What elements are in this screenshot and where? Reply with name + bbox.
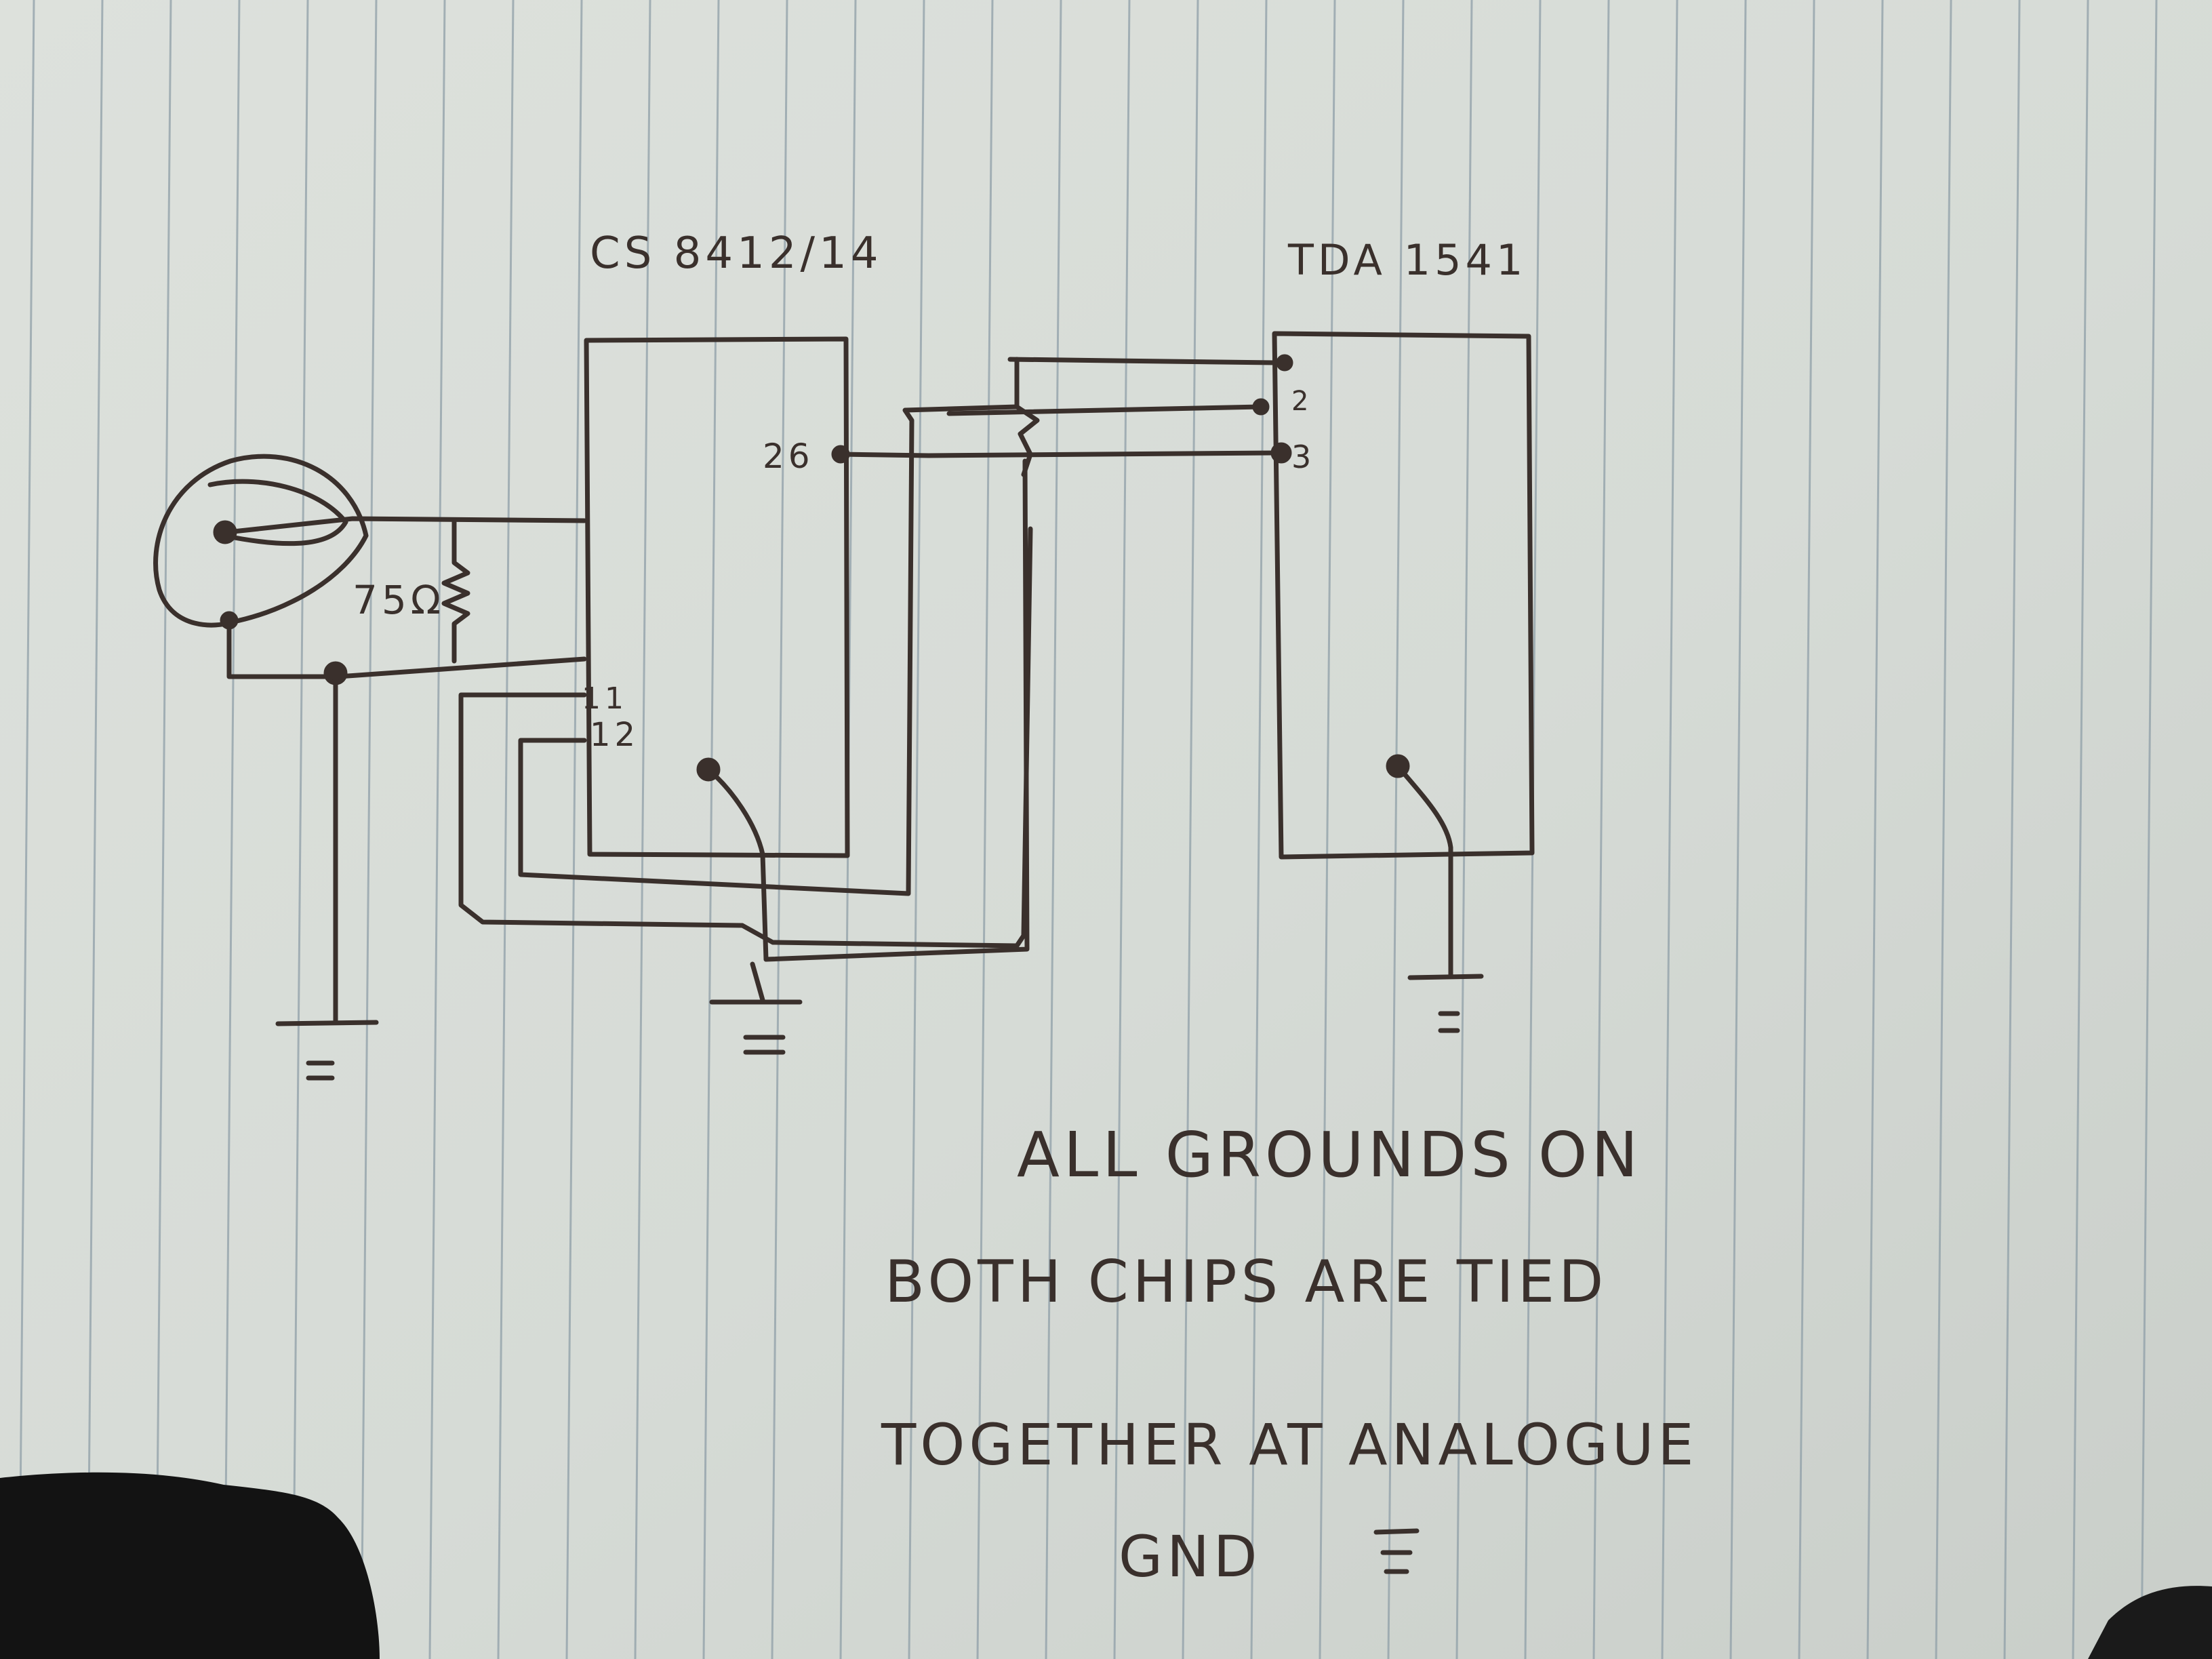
paper-rule-line: [634, 0, 651, 1659]
ground-symbol-left: [275, 1020, 379, 1081]
paper-rules: [18, 0, 2158, 1659]
chip-left-label: CS 8412/14: [590, 228, 883, 279]
paper-rule-line: [1455, 0, 1473, 1659]
note-line-2: BOTH CHIPS ARE TIED: [885, 1248, 1607, 1316]
wire-jack-ground: [226, 620, 587, 679]
pin-11-label: 11: [582, 681, 628, 716]
paper-rule-line: [1592, 0, 1610, 1659]
pin-2-label: 2: [1291, 386, 1312, 417]
paper-rule-line: [1866, 0, 1884, 1659]
paper-rule-line: [86, 0, 104, 1659]
paper-rule-line: [1387, 0, 1405, 1659]
paper-rule-line: [1250, 0, 1268, 1659]
note-line-4: GND: [1119, 1523, 1262, 1590]
paper-rule-line: [1182, 0, 1199, 1659]
hand-shadow: [0, 1472, 380, 1659]
wire-crossover: [1014, 357, 1040, 477]
paper-rule-line: [702, 0, 720, 1659]
chip-right-body: [1272, 331, 1535, 860]
paper-rule-line: [155, 0, 172, 1659]
paper-rule-line: [2072, 0, 2089, 1659]
wire-resistor: [441, 519, 470, 664]
paper-rule-line: [18, 0, 35, 1659]
paper-rule-line: [223, 0, 241, 1659]
wire-bus-2: [946, 404, 1264, 416]
paper-rule-line: [565, 0, 583, 1659]
rca-jack-outline: [153, 454, 369, 628]
wire-signal-in: [224, 516, 587, 535]
note-line-3: TOGETHER AT ANALOGUE: [881, 1412, 1698, 1478]
paper-rule-line: [291, 0, 309, 1659]
chip-left-gnd-node: [696, 757, 721, 782]
paper-rule-line: [908, 0, 925, 1659]
pin-2-node: [1252, 398, 1270, 416]
wire-ground-return: [763, 458, 1030, 962]
paper-rule-line: [360, 0, 378, 1659]
rca-jack-inner: [207, 479, 348, 546]
wire-pin-26: [838, 450, 1277, 458]
pin-3-node: [1270, 442, 1292, 464]
paper-rule-line: [2003, 0, 2021, 1659]
paper-rule-line: [976, 0, 994, 1659]
pin-12-label: 12: [590, 716, 639, 754]
paper-rule-line: [1661, 0, 1678, 1659]
wire-bus-1: [1007, 357, 1277, 365]
paper-rule-line: [1045, 0, 1062, 1659]
pin-1-node: [1276, 354, 1293, 372]
wire-pin-11: [458, 526, 1033, 948]
chip-right-gnd-node: [1386, 754, 1410, 778]
ground-symbol-note: [1373, 1528, 1420, 1574]
paper-rule-line: [1729, 0, 1747, 1659]
chip-right-label: TDA 1541: [1287, 235, 1527, 285]
paper-rule-line: [2140, 0, 2158, 1659]
wire-chip-right-gnd: [1395, 763, 1453, 979]
corner-shadow: [2088, 1586, 2212, 1659]
resistor-label: 75Ω: [353, 577, 445, 623]
schematic-ink: [153, 331, 1535, 1574]
ground-symbol-right: [1407, 974, 1484, 1033]
paper-rule-line: [1319, 0, 1336, 1659]
ground-symbol-center: [709, 961, 803, 1055]
paper-rule-line: [428, 0, 446, 1659]
paper-rule-line: [497, 0, 515, 1659]
pin-3-label: 3: [1291, 439, 1315, 475]
wire-pin-12: [518, 404, 1020, 896]
chip-left-body: [584, 336, 850, 858]
paper-rule-line: [771, 0, 788, 1659]
paper-rule-line: [1935, 0, 1952, 1659]
paper-rule-line: [1798, 0, 1815, 1659]
note-line-1: ALL GROUNDS ON: [1017, 1119, 1642, 1191]
wire-chip-left-gnd: [706, 767, 769, 962]
paper-rule-line: [1113, 0, 1131, 1659]
pin-26-label: 26: [763, 437, 814, 476]
